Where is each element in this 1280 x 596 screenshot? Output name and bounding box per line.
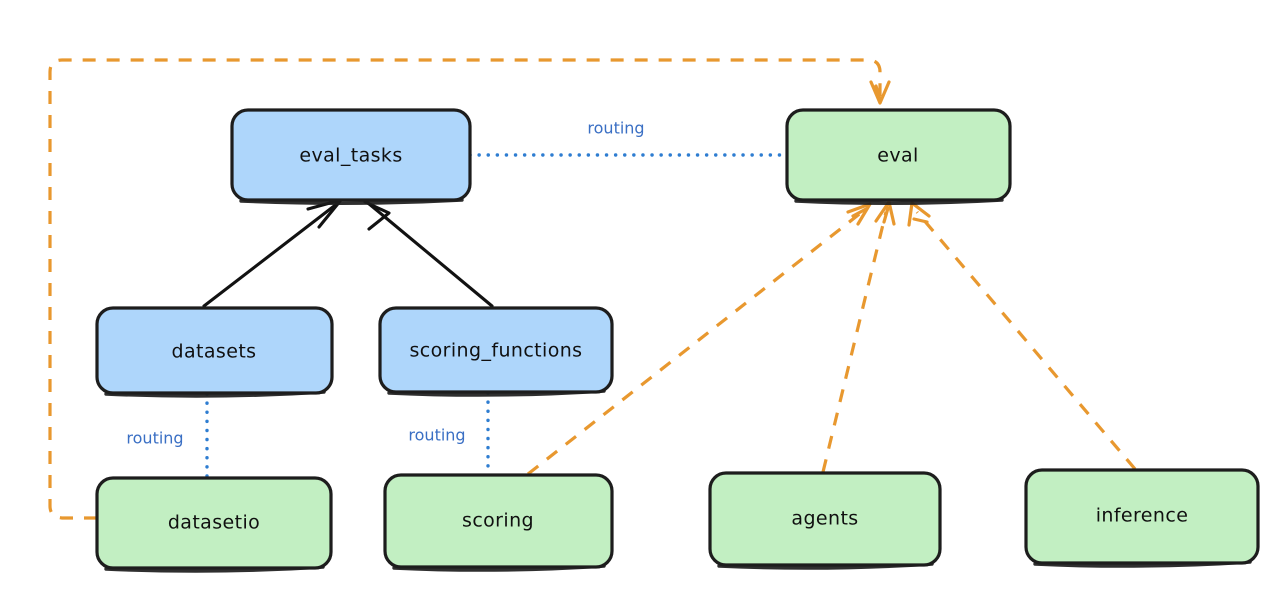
node-eval_tasks-body[interactable] [230,108,472,202]
edge-scoring_functions-to-eval_tasks [363,200,494,308]
node-scoring_functions[interactable]: scoring_functions [378,306,614,397]
edge-datasets-to-eval_tasks [202,198,343,308]
node-datasetio[interactable]: datasetio [95,476,333,573]
node-inference[interactable]: inference [1024,468,1260,568]
node-eval-body[interactable] [785,108,1012,202]
edge-label-datasets-datasetio: routing [126,429,183,448]
node-datasetio-body[interactable] [95,476,333,570]
edge-label-scoring_functions-scoring: routing [408,426,465,445]
node-datasets-label: datasets [172,341,257,363]
node-eval[interactable]: eval [785,108,1012,205]
node-scoring[interactable]: scoring [383,473,614,572]
node-scoring-body[interactable] [383,473,614,569]
node-agents-label: agents [791,508,858,530]
edge-datasetio-to-eval [48,58,891,520]
node-datasets[interactable]: datasets [95,306,334,398]
edge-inference-to-eval [907,201,1137,471]
node-inference-body[interactable] [1024,468,1260,565]
edge-agents-to-eval [821,200,896,473]
node-datasetio-label: datasetio [168,512,260,534]
node-eval-label: eval [877,145,918,167]
node-agents[interactable]: agents [708,471,942,570]
node-inference-label: inference [1096,505,1189,527]
node-eval_tasks-label: eval_tasks [299,145,402,167]
node-scoring_functions-label: scoring_functions [410,340,583,362]
node-eval_tasks[interactable]: eval_tasks [230,108,472,205]
node-scoring-label: scoring [462,510,534,532]
node-agents-body[interactable] [708,471,942,567]
node-datasets-body[interactable] [95,306,334,395]
edge-label-eval_tasks-eval: routing [587,119,644,138]
node-scoring_functions-body[interactable] [378,306,614,394]
